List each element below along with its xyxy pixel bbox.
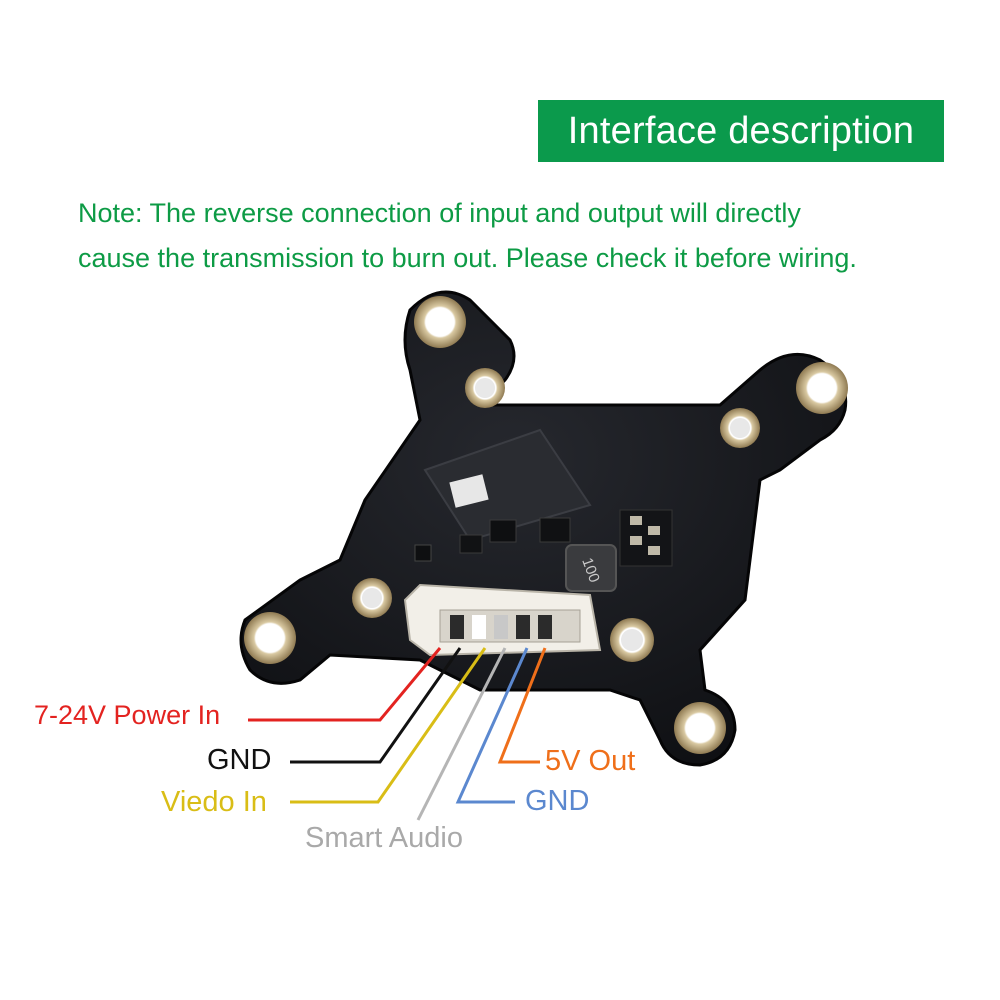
wire-gnd-right [455,647,529,804]
jst-connector [403,583,602,657]
pin-label-5v-out: 5V Out [545,745,636,777]
mounting-hole-bottom-left [244,612,296,664]
pin-label-gnd-right: GND [525,785,590,817]
mounting-hole-bottom-left-inner [352,578,392,618]
mounting-hole-top-right [796,362,848,414]
header-banner: Interface description [538,100,944,162]
header-title: Interface description [567,109,915,152]
pin-label-smart-audio: Smart Audio [305,822,463,854]
note-line-2: cause the transmission to burn out. Plea… [78,243,857,273]
pin-label-power-in: 7-24V Power In [34,700,221,730]
pin-label-gnd-left: GND [207,744,272,776]
pin-label-video-in: Viedo In [161,786,267,818]
inductor: 100 [565,544,617,592]
wire-gnd-left [290,647,462,764]
wire-power-in [248,647,442,722]
mounting-hole-top-left [414,296,466,348]
smd-components [414,509,673,567]
wire-smart-audio [416,647,507,821]
wire-video-in [290,647,487,804]
mounting-hole-top-left-inner [465,368,505,408]
mounting-hole-bottom-right-inner [610,618,654,662]
mounting-hole-top-right-inner [720,408,760,448]
wire-5v-out [497,647,547,764]
rf-shield-chip [423,428,592,542]
note-line-1: Note: The reverse connection of input an… [78,198,801,228]
mounting-hole-bottom-right [674,702,726,754]
